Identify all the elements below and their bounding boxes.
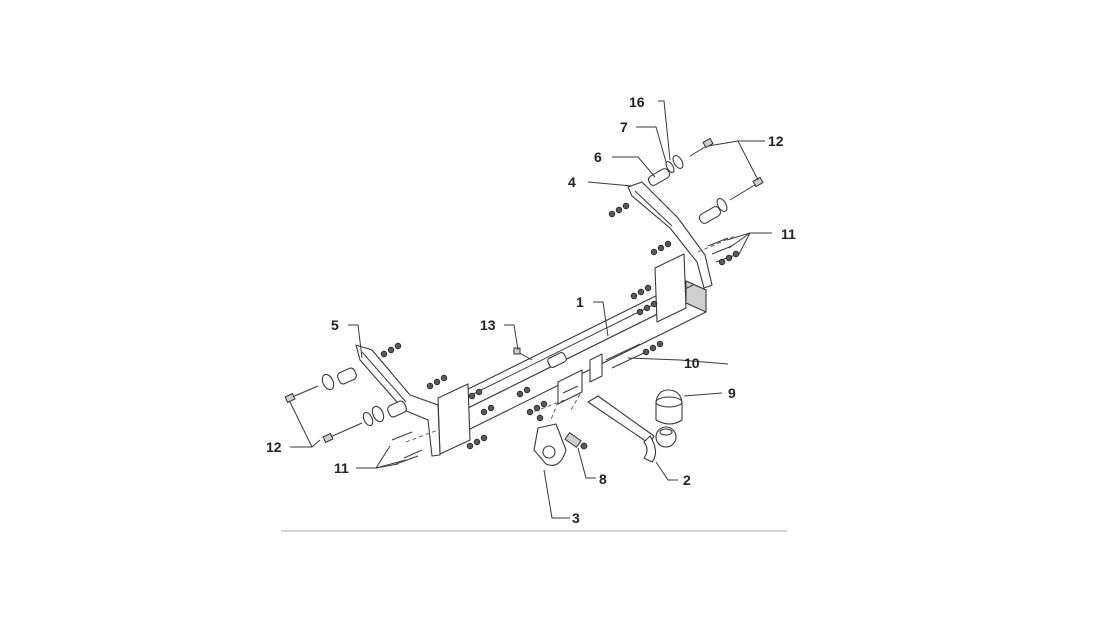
right-spacer-set [647,137,714,186]
bolt-13 [513,347,533,361]
callout-8: 8 [599,471,607,487]
callout-3: 3 [572,510,580,526]
callout-4: 4 [568,174,576,190]
callout-12-left: 12 [266,439,282,455]
right-bolts-11 [707,237,739,263]
callout-labels: 1 2 3 4 5 6 7 8 9 10 11 11 12 12 13 16 [266,94,796,526]
callout-11-right: 11 [781,226,796,242]
callout-13: 13 [480,317,496,333]
callout-10: 10 [684,355,700,371]
left-lower-spacer-set [322,400,407,444]
callout-16: 16 [629,94,645,110]
callout-5: 5 [331,317,339,333]
callout-11-left: 11 [334,460,349,476]
socket-plate [533,423,567,466]
left-bolts-11 [391,431,423,465]
ball-neck [587,395,677,463]
callout-9: 9 [728,385,736,401]
left-side-bracket [355,344,441,457]
right-side-bracket [627,181,713,289]
leader-lines [289,100,772,519]
nut-clusters [380,202,740,450]
callout-6: 6 [594,149,602,165]
left-spacer-set [284,367,357,404]
ball-cover [655,389,683,425]
callout-12-right: 12 [768,133,784,149]
bolts-10 [605,343,647,369]
callout-1: 1 [576,294,584,310]
callout-2: 2 [683,472,691,488]
crossbar-left-plate [437,383,471,455]
right-lower-spacer-set [698,176,764,224]
hitch-bolt [564,432,588,450]
callout-7: 7 [620,119,628,135]
